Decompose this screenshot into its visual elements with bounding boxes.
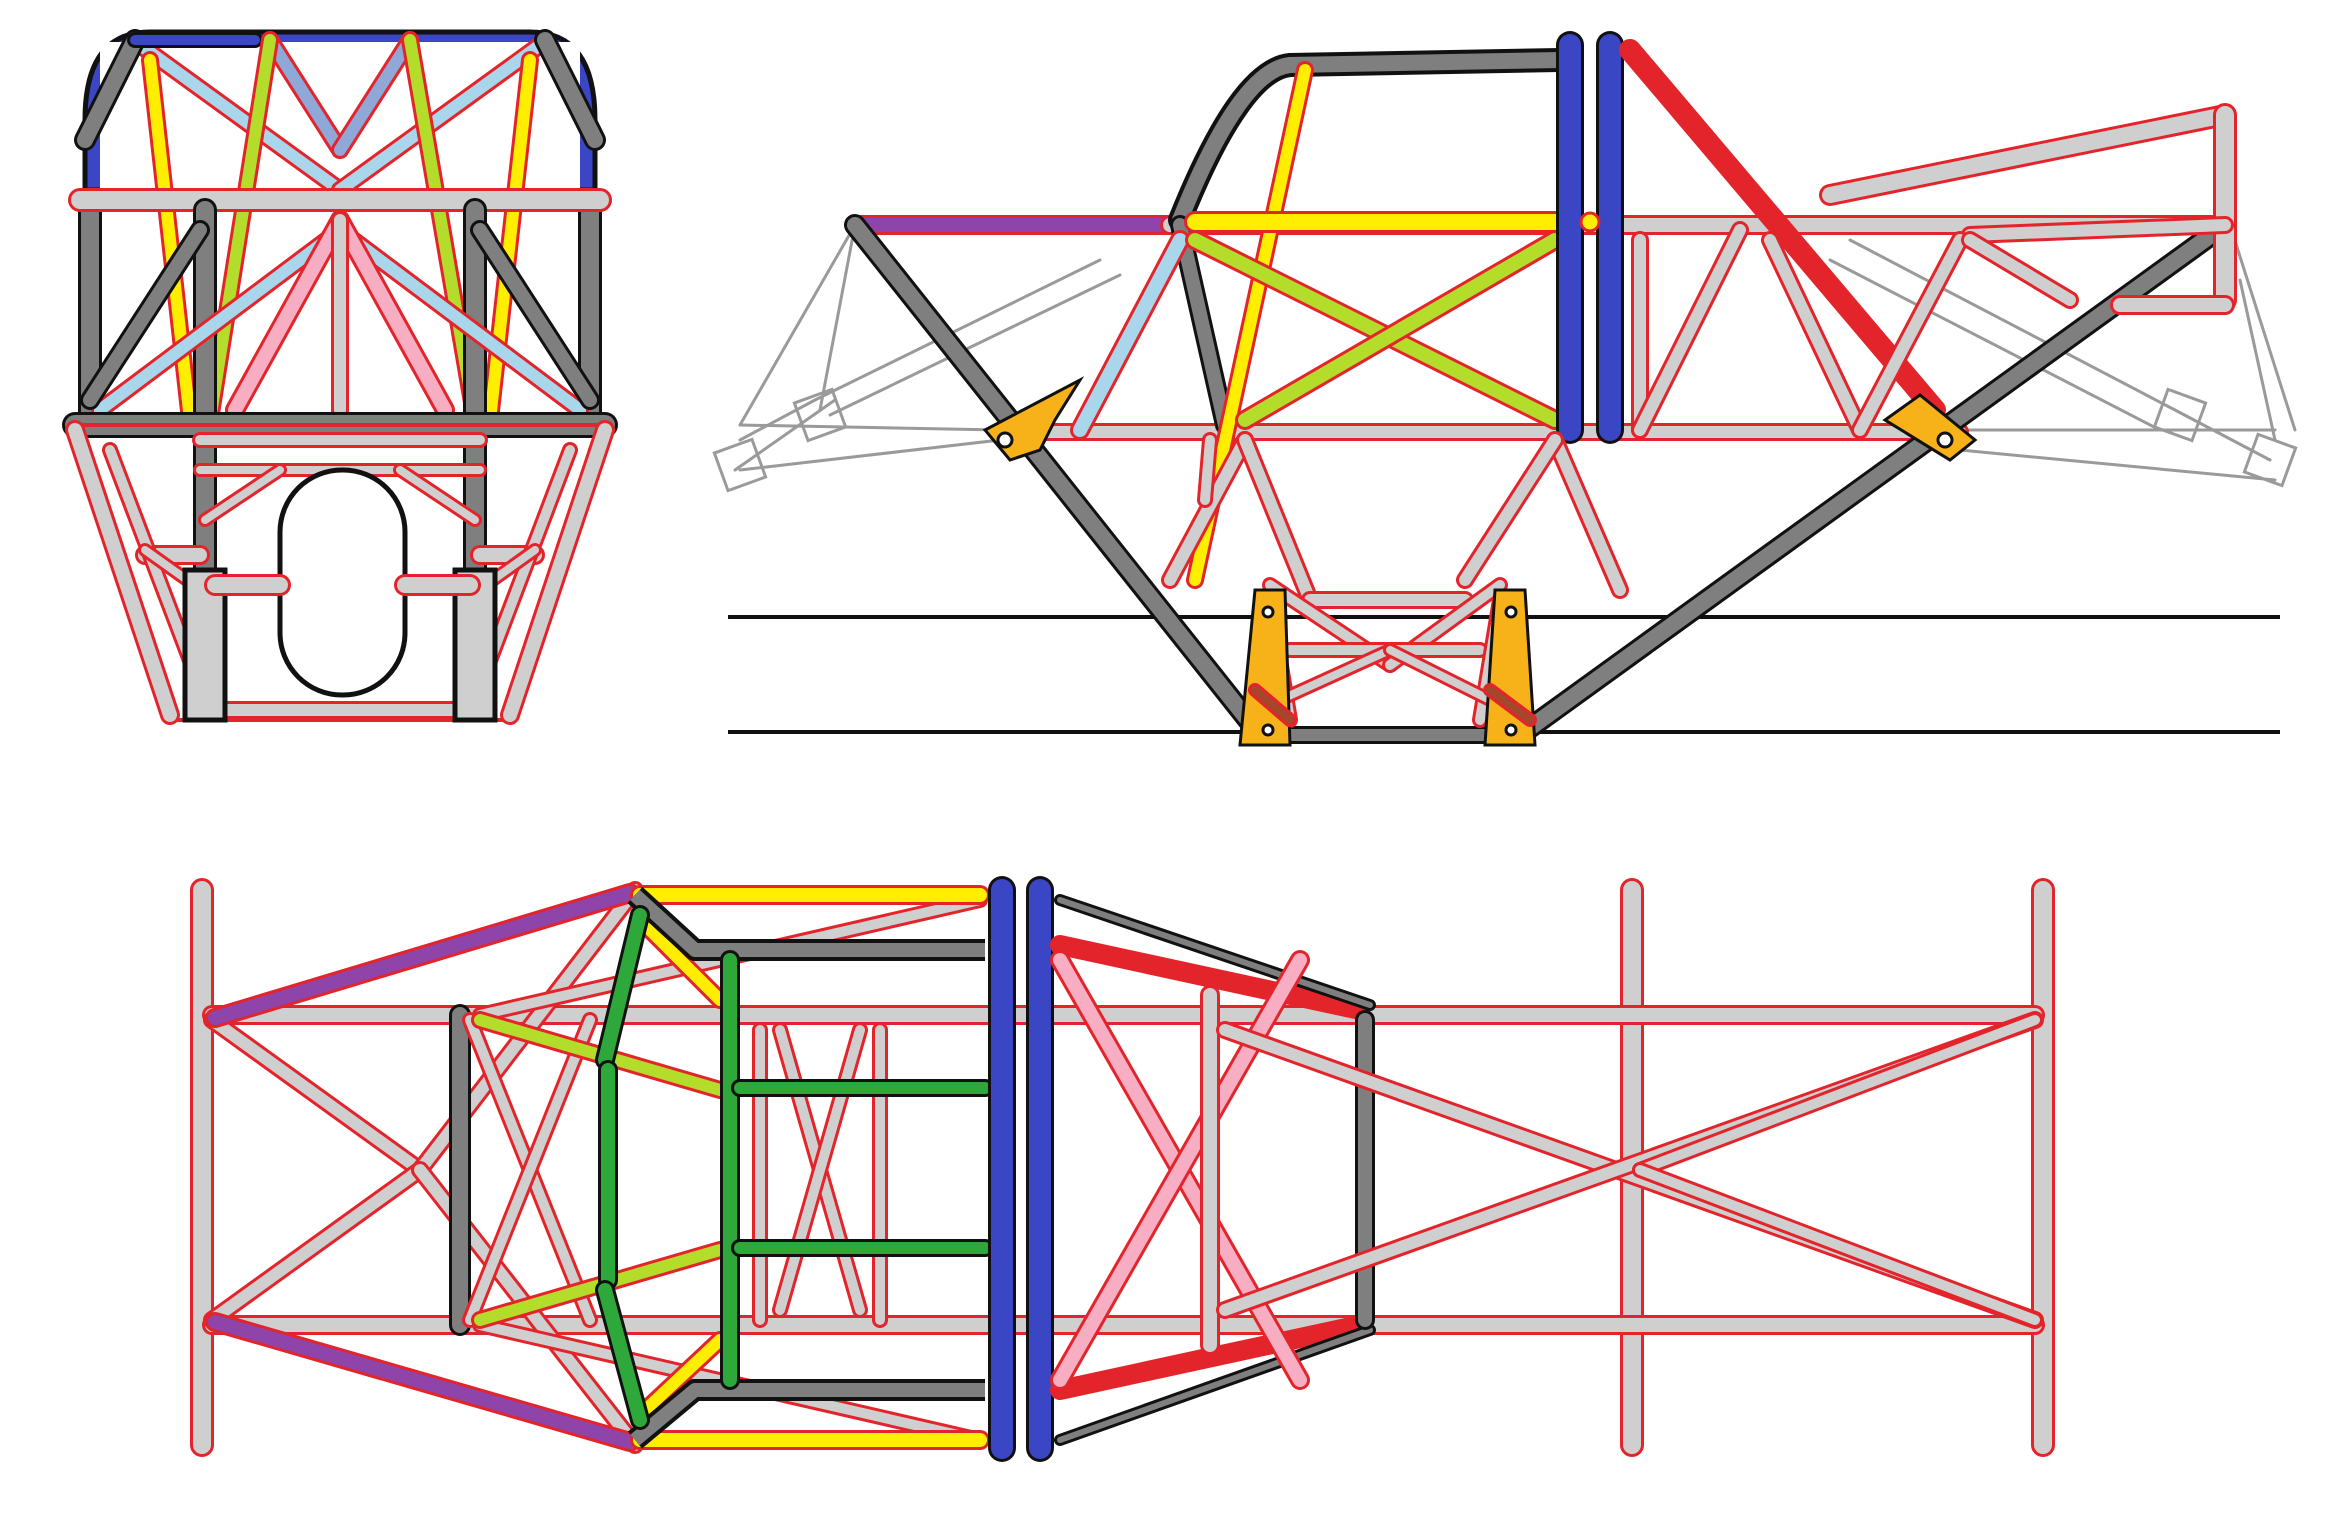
truss xyxy=(1456,431,1564,589)
linkage-line xyxy=(828,273,1122,417)
roof-brace xyxy=(261,31,349,159)
rear-x xyxy=(1632,1012,2043,1178)
door-brace xyxy=(1070,230,1190,440)
front-view xyxy=(62,29,618,725)
rear-bar xyxy=(1961,216,2234,244)
purple-rail xyxy=(205,1312,640,1452)
cab-rail xyxy=(630,889,985,957)
cab-rail xyxy=(630,1383,985,1446)
a-pillar xyxy=(534,29,606,151)
linkage-line xyxy=(738,223,857,427)
roof-brace xyxy=(131,36,349,199)
green-bar xyxy=(595,1280,650,1430)
truss xyxy=(1236,431,1319,609)
linkage-line xyxy=(2238,278,2277,442)
truss xyxy=(1273,643,1397,707)
door-x xyxy=(1235,230,1565,430)
linkage-line xyxy=(813,258,1102,402)
bolt xyxy=(996,431,1014,449)
roof-brace xyxy=(331,36,549,199)
rear-x xyxy=(1632,1162,2043,1328)
door-bar xyxy=(141,51,199,429)
fuel-cell xyxy=(277,467,408,698)
door-x xyxy=(1185,230,1565,430)
joint xyxy=(1579,211,1601,233)
truss xyxy=(1383,643,1497,707)
yellow-diag xyxy=(631,911,729,1009)
lower-brace xyxy=(91,221,349,419)
lower-leg xyxy=(500,420,615,725)
yellow-diag xyxy=(631,1331,729,1424)
bolt xyxy=(1936,431,1954,449)
link-bracket xyxy=(2152,387,2208,443)
red-brace xyxy=(1050,1315,1370,1400)
top-view xyxy=(190,876,2055,1462)
purple-rail xyxy=(205,883,640,1028)
lower-diag xyxy=(198,463,287,527)
linkage-line xyxy=(738,423,1002,432)
rear-lower-rail xyxy=(1509,214,2236,746)
front-x xyxy=(203,1011,429,1179)
link-bracket xyxy=(792,387,848,443)
mount-strap xyxy=(1483,683,1537,727)
linkage-line xyxy=(2228,223,2297,432)
inner-x xyxy=(462,1012,598,1328)
linkage-line xyxy=(1848,238,2177,412)
dark-brace xyxy=(470,220,600,410)
pink-brace xyxy=(225,210,350,420)
front-lower-rail xyxy=(844,214,1271,746)
bolt xyxy=(1261,723,1275,737)
front-x xyxy=(203,1161,429,1329)
bolt xyxy=(1504,723,1518,737)
rear-strut xyxy=(1761,231,1869,439)
side-view xyxy=(712,31,2298,747)
bolt xyxy=(1261,605,1275,619)
roof-brace xyxy=(331,31,419,159)
truss xyxy=(1546,431,1629,599)
door-bar xyxy=(481,51,539,429)
linkage-line xyxy=(818,223,857,412)
inner-x xyxy=(772,1022,868,1318)
rear-brace xyxy=(1619,39,1946,421)
link-bracket xyxy=(2242,432,2298,488)
linkage-line xyxy=(1958,448,2277,482)
a-pillar xyxy=(74,29,146,151)
a-pillar xyxy=(1170,215,1235,435)
linkage-line xyxy=(733,398,837,472)
pink-brace xyxy=(330,210,455,420)
truss xyxy=(1197,432,1218,508)
rear-rail xyxy=(1054,1324,1376,1446)
lower-leg xyxy=(65,420,180,725)
truss xyxy=(1161,431,1254,589)
rear-kicker xyxy=(1819,104,2236,206)
rear-rail xyxy=(1054,894,1376,1011)
lower-diag xyxy=(393,463,482,527)
pink-x xyxy=(1050,950,1310,1390)
mount-strap xyxy=(1248,683,1297,727)
green-bar xyxy=(595,905,650,1070)
linkage-line xyxy=(738,398,817,442)
rear-strut xyxy=(1631,221,1749,439)
lower-brace xyxy=(331,221,589,419)
windshield-bar xyxy=(201,31,279,429)
bolt xyxy=(1504,605,1518,619)
linkage-line xyxy=(2173,408,2272,462)
linkage-line xyxy=(1828,258,2162,432)
red-brace xyxy=(1050,935,1370,1020)
rear-strut xyxy=(1961,231,2079,309)
strut-left xyxy=(182,567,228,723)
link-bracket xyxy=(712,437,768,493)
cab-roof xyxy=(1172,52,1568,228)
rear-strut xyxy=(1851,231,1969,439)
dark-brace xyxy=(80,220,210,410)
linkage-line xyxy=(738,438,1002,472)
